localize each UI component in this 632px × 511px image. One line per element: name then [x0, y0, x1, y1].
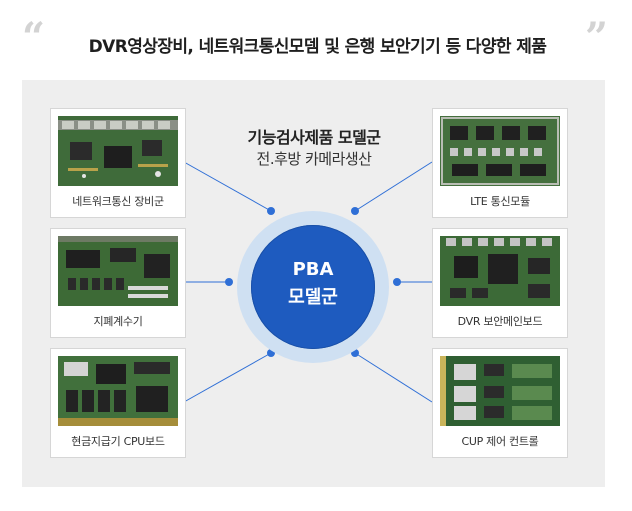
lte-board-image — [440, 116, 560, 186]
counter-board-image — [58, 236, 178, 306]
center-title: 기능검사제품 모델군 — [247, 128, 381, 147]
product-label-dvr: DVR 보안메인보드 — [457, 315, 543, 328]
center-subtitle: 전.후방 카메라생산 — [256, 150, 372, 168]
hub-circle — [251, 225, 375, 349]
product-label-counter: 지폐계수기 — [93, 315, 143, 328]
headline-text: DVR영상장비, 네트워크통신모뎀 및 은행 보안기기 등 다양한 제품 — [88, 37, 547, 57]
connector-line-atm — [183, 352, 272, 403]
product-card-cup: CUP 제어 컨트롤 — [432, 348, 568, 458]
product-card-lte: LTE 통신모듈 — [432, 108, 568, 218]
cup-board-image — [440, 356, 560, 426]
product-card-network: 네트워크통신 장비군 — [50, 108, 186, 218]
dvr-board-image — [440, 236, 560, 306]
open-quote-mark: “ — [22, 14, 46, 61]
atm-board-image — [58, 356, 178, 426]
product-card-dvr: DVR 보안메인보드 — [432, 228, 568, 338]
hub-label-pba: PBA — [292, 259, 334, 280]
hub-label-model: 모델군 — [288, 287, 338, 308]
connector-line-network — [183, 161, 272, 212]
product-card-counter: 지폐계수기 — [50, 228, 186, 338]
product-label-cup: CUP 제어 컨트롤 — [461, 435, 539, 448]
connector-dot-network — [267, 207, 275, 215]
network-board-image — [58, 116, 178, 186]
connector-dot-dvr — [393, 278, 401, 286]
product-diagram-panel: 네트워크통신 장비군 지폐계수기 — [22, 80, 605, 487]
connector-dot-counter — [225, 278, 233, 286]
close-quote-mark: ” — [585, 14, 609, 61]
headline: “ DVR영상장비, 네트워크통신모뎀 및 은행 보안기기 등 다양한 제품 ” — [0, 18, 632, 58]
product-label-network: 네트워크통신 장비군 — [72, 195, 164, 208]
product-label-lte: LTE 통신모듈 — [470, 195, 530, 208]
connector-line-cup — [354, 352, 433, 403]
product-card-atm: 현금지급기 CPU보드 — [50, 348, 186, 458]
product-label-atm: 현금지급기 CPU보드 — [71, 435, 165, 448]
connector-line-lte — [354, 161, 433, 212]
connector-dot-lte — [351, 207, 359, 215]
